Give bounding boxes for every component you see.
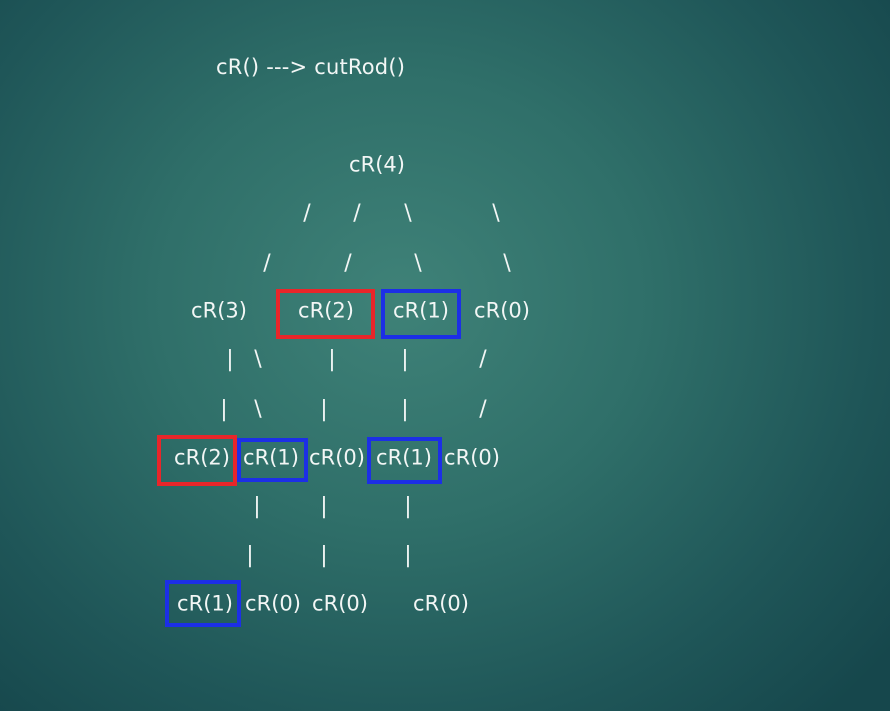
edge-n4-n0a-1: \: [492, 201, 500, 226]
highlight-box-red-n2a: [276, 289, 375, 339]
tree-node-n1a: cR(1): [393, 298, 449, 323]
highlight-box-blue-n1b: [237, 438, 308, 482]
edge-n4-n3-2: /: [263, 251, 271, 276]
legend-text: cR() ---> cutRod(): [216, 55, 406, 79]
highlight-box-red-n2b: [157, 435, 237, 486]
tree-node-n2a: cR(2): [298, 298, 354, 323]
edge-n2b-n1d-2: |: [246, 543, 254, 568]
edge-n3-n2b-1: |: [226, 347, 234, 372]
edge-n1a-n1c-2: |: [401, 397, 409, 422]
edge-n2b-n1d-1: |: [253, 494, 261, 519]
edge-n0a-n0c-2: /: [479, 397, 487, 422]
tree-node-n1c: cR(1): [376, 445, 432, 470]
highlight-box-blue-n1c: [367, 437, 442, 484]
tree-node-n0d: cR(0): [245, 591, 301, 616]
edge-n4-n1a-2: \: [414, 251, 422, 276]
tree-node-n4: cR(4): [349, 152, 405, 177]
edge-n0b-n0e-2: |: [404, 543, 412, 568]
tree-node-n3: cR(3): [191, 298, 247, 323]
edge-n3-n1b-2: \: [254, 397, 262, 422]
edge-n4-n3-1: /: [303, 201, 311, 226]
edge-n2a-n0b-1: |: [328, 347, 336, 372]
tree-node-n0a: cR(0): [474, 298, 530, 323]
highlight-box-blue-n1d: [165, 580, 241, 627]
edge-n0a-n0c-1: /: [479, 347, 487, 372]
edge-n4-n2a-1: /: [353, 201, 361, 226]
tree-node-n2b: cR(2): [174, 445, 230, 470]
edge-n2a-n0b-2: |: [320, 397, 328, 422]
tree-node-n0f: cR(0): [413, 591, 469, 616]
highlight-box-blue-n1a: [381, 289, 461, 339]
edge-n0b-n0e-1: |: [404, 494, 412, 519]
edge-n4-n1a-1: \: [404, 201, 412, 226]
edge-n1b-n0d-2: |: [320, 543, 328, 568]
tree-node-n0b: cR(0): [309, 445, 365, 470]
tree-node-n0e: cR(0): [312, 591, 368, 616]
edge-n4-n0a-2: \: [503, 251, 511, 276]
edge-n3-n1b-1: \: [254, 347, 262, 372]
edge-n1b-n0d-1: |: [320, 494, 328, 519]
tree-node-n1b: cR(1): [243, 445, 299, 470]
edge-n4-n2a-2: /: [344, 251, 352, 276]
tree-node-n1d: cR(1): [177, 591, 233, 616]
tree-node-n0c: cR(0): [444, 445, 500, 470]
edge-n3-n2b-2: |: [220, 397, 228, 422]
edge-n1a-n1c-1: |: [401, 347, 409, 372]
